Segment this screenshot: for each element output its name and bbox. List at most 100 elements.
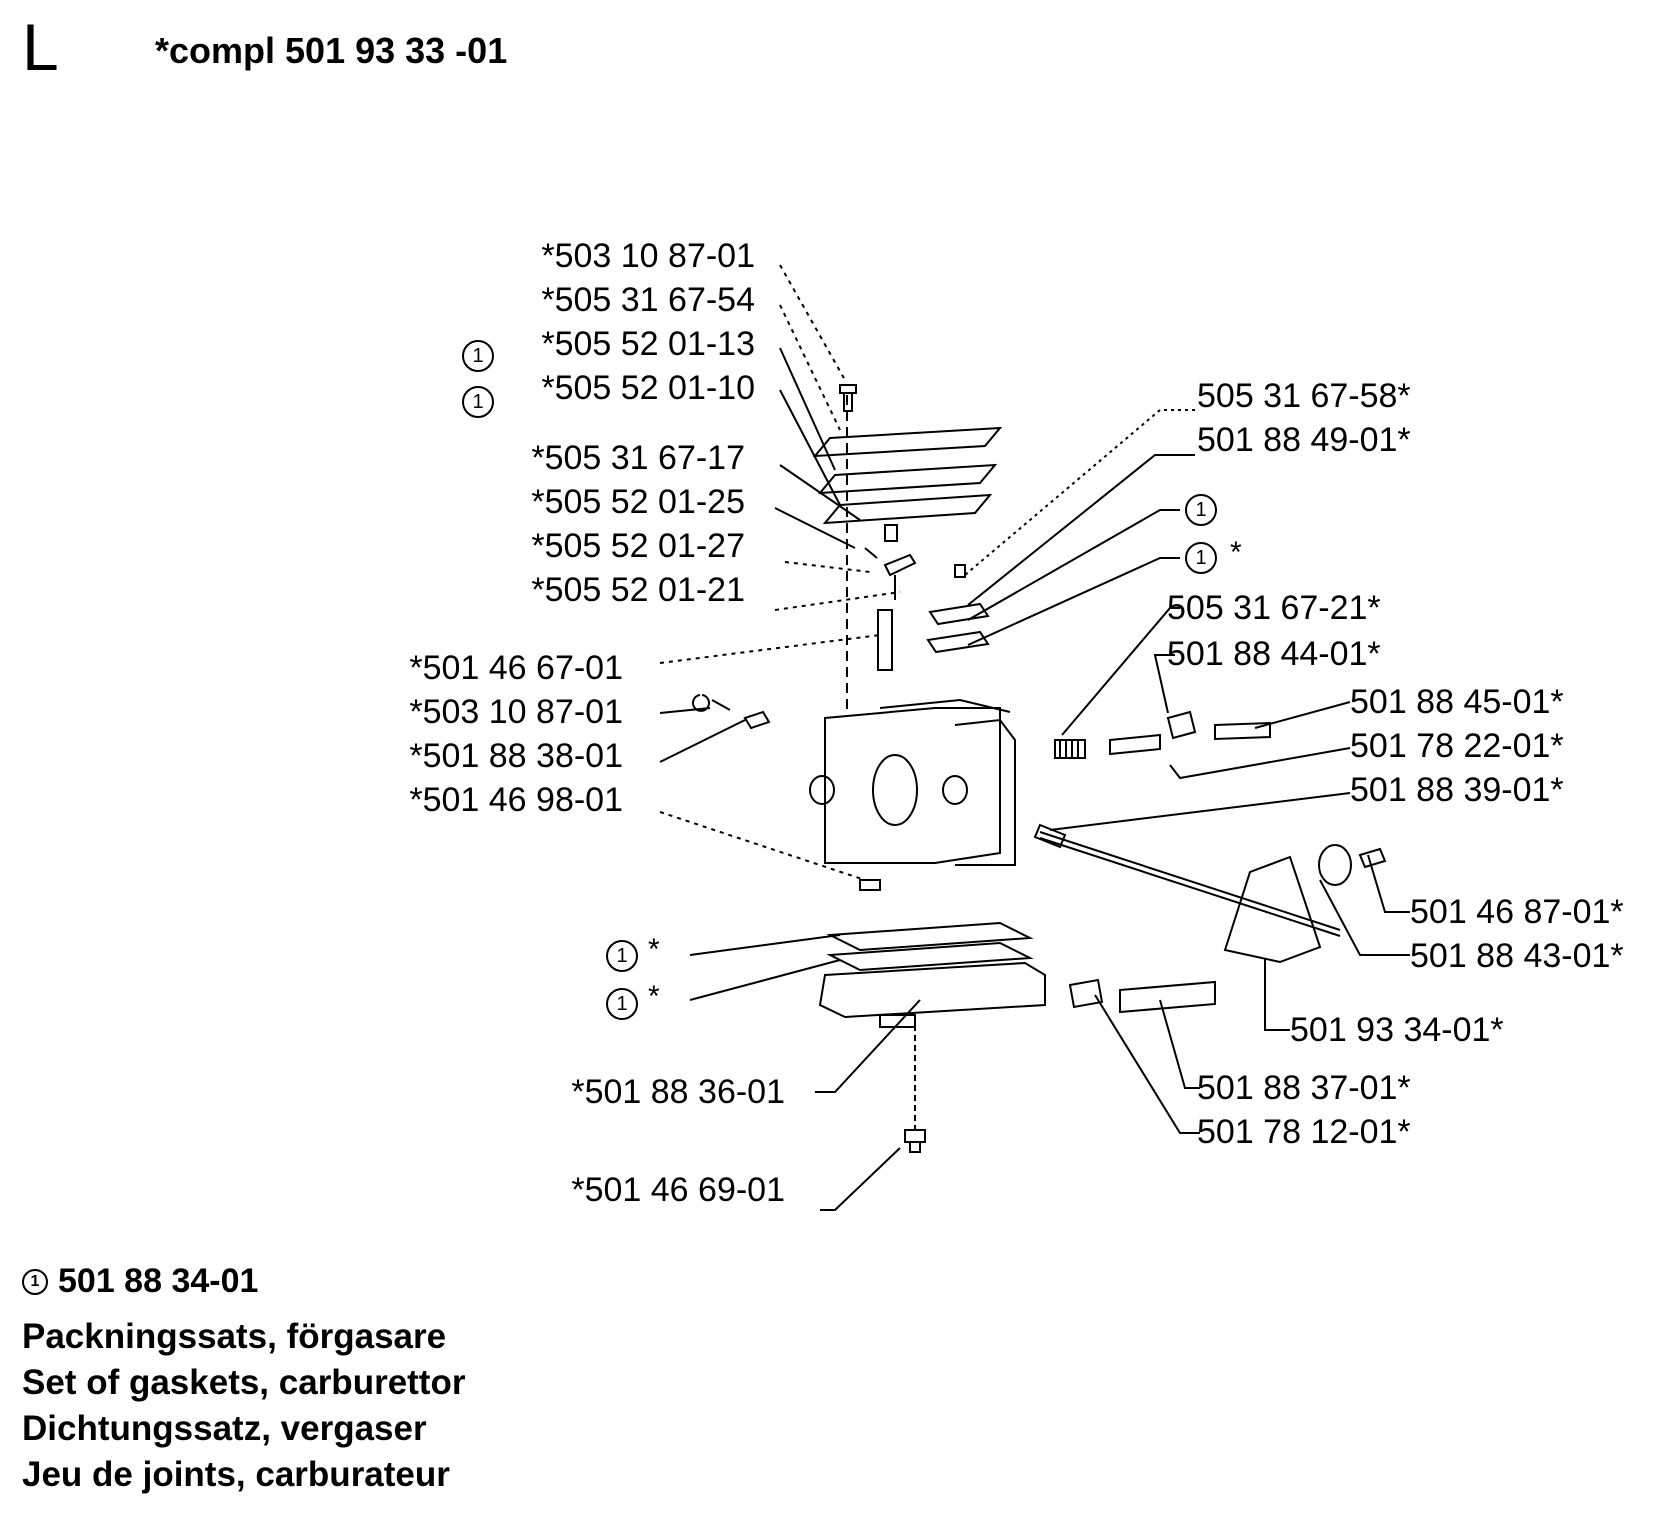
leader-line [1159, 999, 1200, 1089]
leader-line [967, 557, 1180, 646]
part-label: *503 10 87-01 [409, 693, 623, 731]
kit-description-fr: Jeu de joints, carburateur [22, 1455, 450, 1494]
leader-line [1153, 654, 1175, 714]
gasket-part [812, 426, 1003, 458]
part-label: *501 46 98-01 [409, 781, 623, 819]
kit-marker-icon: 1 [1185, 494, 1217, 526]
screw-part [954, 564, 966, 578]
leader-line [820, 1147, 901, 1211]
part-label: 501 78 22-01* [1350, 727, 1564, 765]
screw-part [839, 384, 857, 412]
screw-part [1109, 733, 1161, 756]
leader-line [784, 561, 871, 573]
part-label: *505 31 67-17 [531, 439, 745, 477]
leader-line [659, 811, 866, 881]
gasket-part [826, 921, 1034, 952]
part-label: *505 52 01-21 [531, 571, 745, 609]
needle-part [877, 609, 893, 671]
screw-part [692, 694, 731, 712]
part-label: *505 52 01-13 [541, 325, 755, 363]
kit-marker-icon: 1 [1185, 542, 1217, 574]
kit-marker-icon: 1 [606, 988, 638, 1020]
throttle-shaft [1039, 837, 1341, 937]
gasket-part [822, 493, 993, 525]
leader-line [689, 934, 841, 956]
leader-line [964, 409, 1195, 576]
leader-line [1264, 958, 1290, 1031]
star-marker: * [648, 933, 660, 966]
leader-line [1061, 607, 1180, 736]
valve-part [884, 524, 898, 542]
leader-line [967, 509, 1180, 621]
section-letter: L [22, 10, 59, 84]
lever-part [883, 553, 917, 577]
part-label: *505 52 01-10 [541, 369, 755, 407]
leader-line [774, 507, 856, 549]
screw-part [1358, 847, 1387, 869]
leader-line [659, 719, 746, 763]
spring-part [1068, 978, 1104, 1009]
spring-part [1033, 823, 1067, 849]
leader-line [1094, 994, 1200, 1134]
pump-cover [818, 961, 1046, 1019]
gasket-part [928, 602, 990, 626]
gasket-part [926, 630, 990, 654]
part-label: *505 52 01-27 [531, 527, 745, 565]
leader-line [689, 959, 841, 1001]
throttle-valve [1318, 844, 1352, 886]
part-label: *505 31 67-54 [541, 281, 755, 319]
leader-line [1319, 879, 1410, 956]
throttle-shaft [1039, 831, 1341, 931]
part-label: 501 88 49-01* [1197, 421, 1411, 459]
kit-legend: 1 501 88 34-01 [22, 1262, 258, 1301]
leader-line [815, 999, 921, 1093]
part-label: *505 52 01-25 [531, 483, 745, 521]
leader-line [1367, 854, 1410, 913]
leader-line [967, 454, 1195, 606]
spring-part [1054, 739, 1086, 759]
star-marker: * [648, 980, 660, 1013]
part-label: *503 10 87-01 [541, 237, 755, 275]
screw-part [1119, 980, 1216, 1014]
star-marker: * [1230, 536, 1242, 569]
kit-description-sv: Packningssats, förgasare [22, 1317, 447, 1356]
screw-part [1214, 721, 1271, 741]
spring-part [1166, 710, 1197, 740]
part-label: *501 88 36-01 [571, 1073, 785, 1111]
part-label: *501 88 38-01 [409, 737, 623, 775]
mount-hole [809, 775, 835, 805]
complete-assembly-ref: *compl 501 93 33 -01 [155, 30, 508, 71]
leader-line [779, 389, 841, 506]
gasket-part [826, 941, 1034, 972]
part-label: *501 46 67-01 [409, 649, 623, 687]
mount-hole [942, 775, 968, 805]
leader-line [774, 591, 901, 611]
leader-line [1169, 747, 1351, 780]
leader-line [659, 707, 711, 714]
part-label: 501 78 12-01* [1197, 1113, 1411, 1151]
kit-number: 501 88 34-01 [58, 1262, 259, 1300]
kit-marker-icon: 1 [462, 386, 494, 418]
part-label: 501 88 45-01* [1350, 683, 1564, 721]
leader-line [779, 347, 836, 471]
part-label: 501 88 43-01* [1410, 937, 1624, 975]
part-label: 501 88 39-01* [1350, 771, 1564, 809]
clip-part [743, 710, 771, 730]
leader-line [1049, 792, 1351, 831]
throttle-lever [1223, 855, 1322, 964]
venturi [872, 754, 918, 826]
screw-part [904, 1129, 926, 1153]
part-label: 501 93 34-01* [1290, 1011, 1504, 1049]
bottom-plug [859, 879, 881, 891]
part-label: 501 88 44-01* [1167, 635, 1381, 673]
part-label: *501 46 69-01 [571, 1171, 785, 1209]
kit-description-de: Dichtungssatz, vergaser [22, 1409, 427, 1448]
pump-cover [879, 1014, 916, 1028]
leader-line [659, 634, 881, 664]
part-label: 501 88 37-01* [1197, 1069, 1411, 1107]
carburettor-body [824, 707, 1001, 864]
kit-marker-icon: 1 [22, 1268, 48, 1295]
part-label: 505 31 67-21* [1167, 589, 1381, 627]
